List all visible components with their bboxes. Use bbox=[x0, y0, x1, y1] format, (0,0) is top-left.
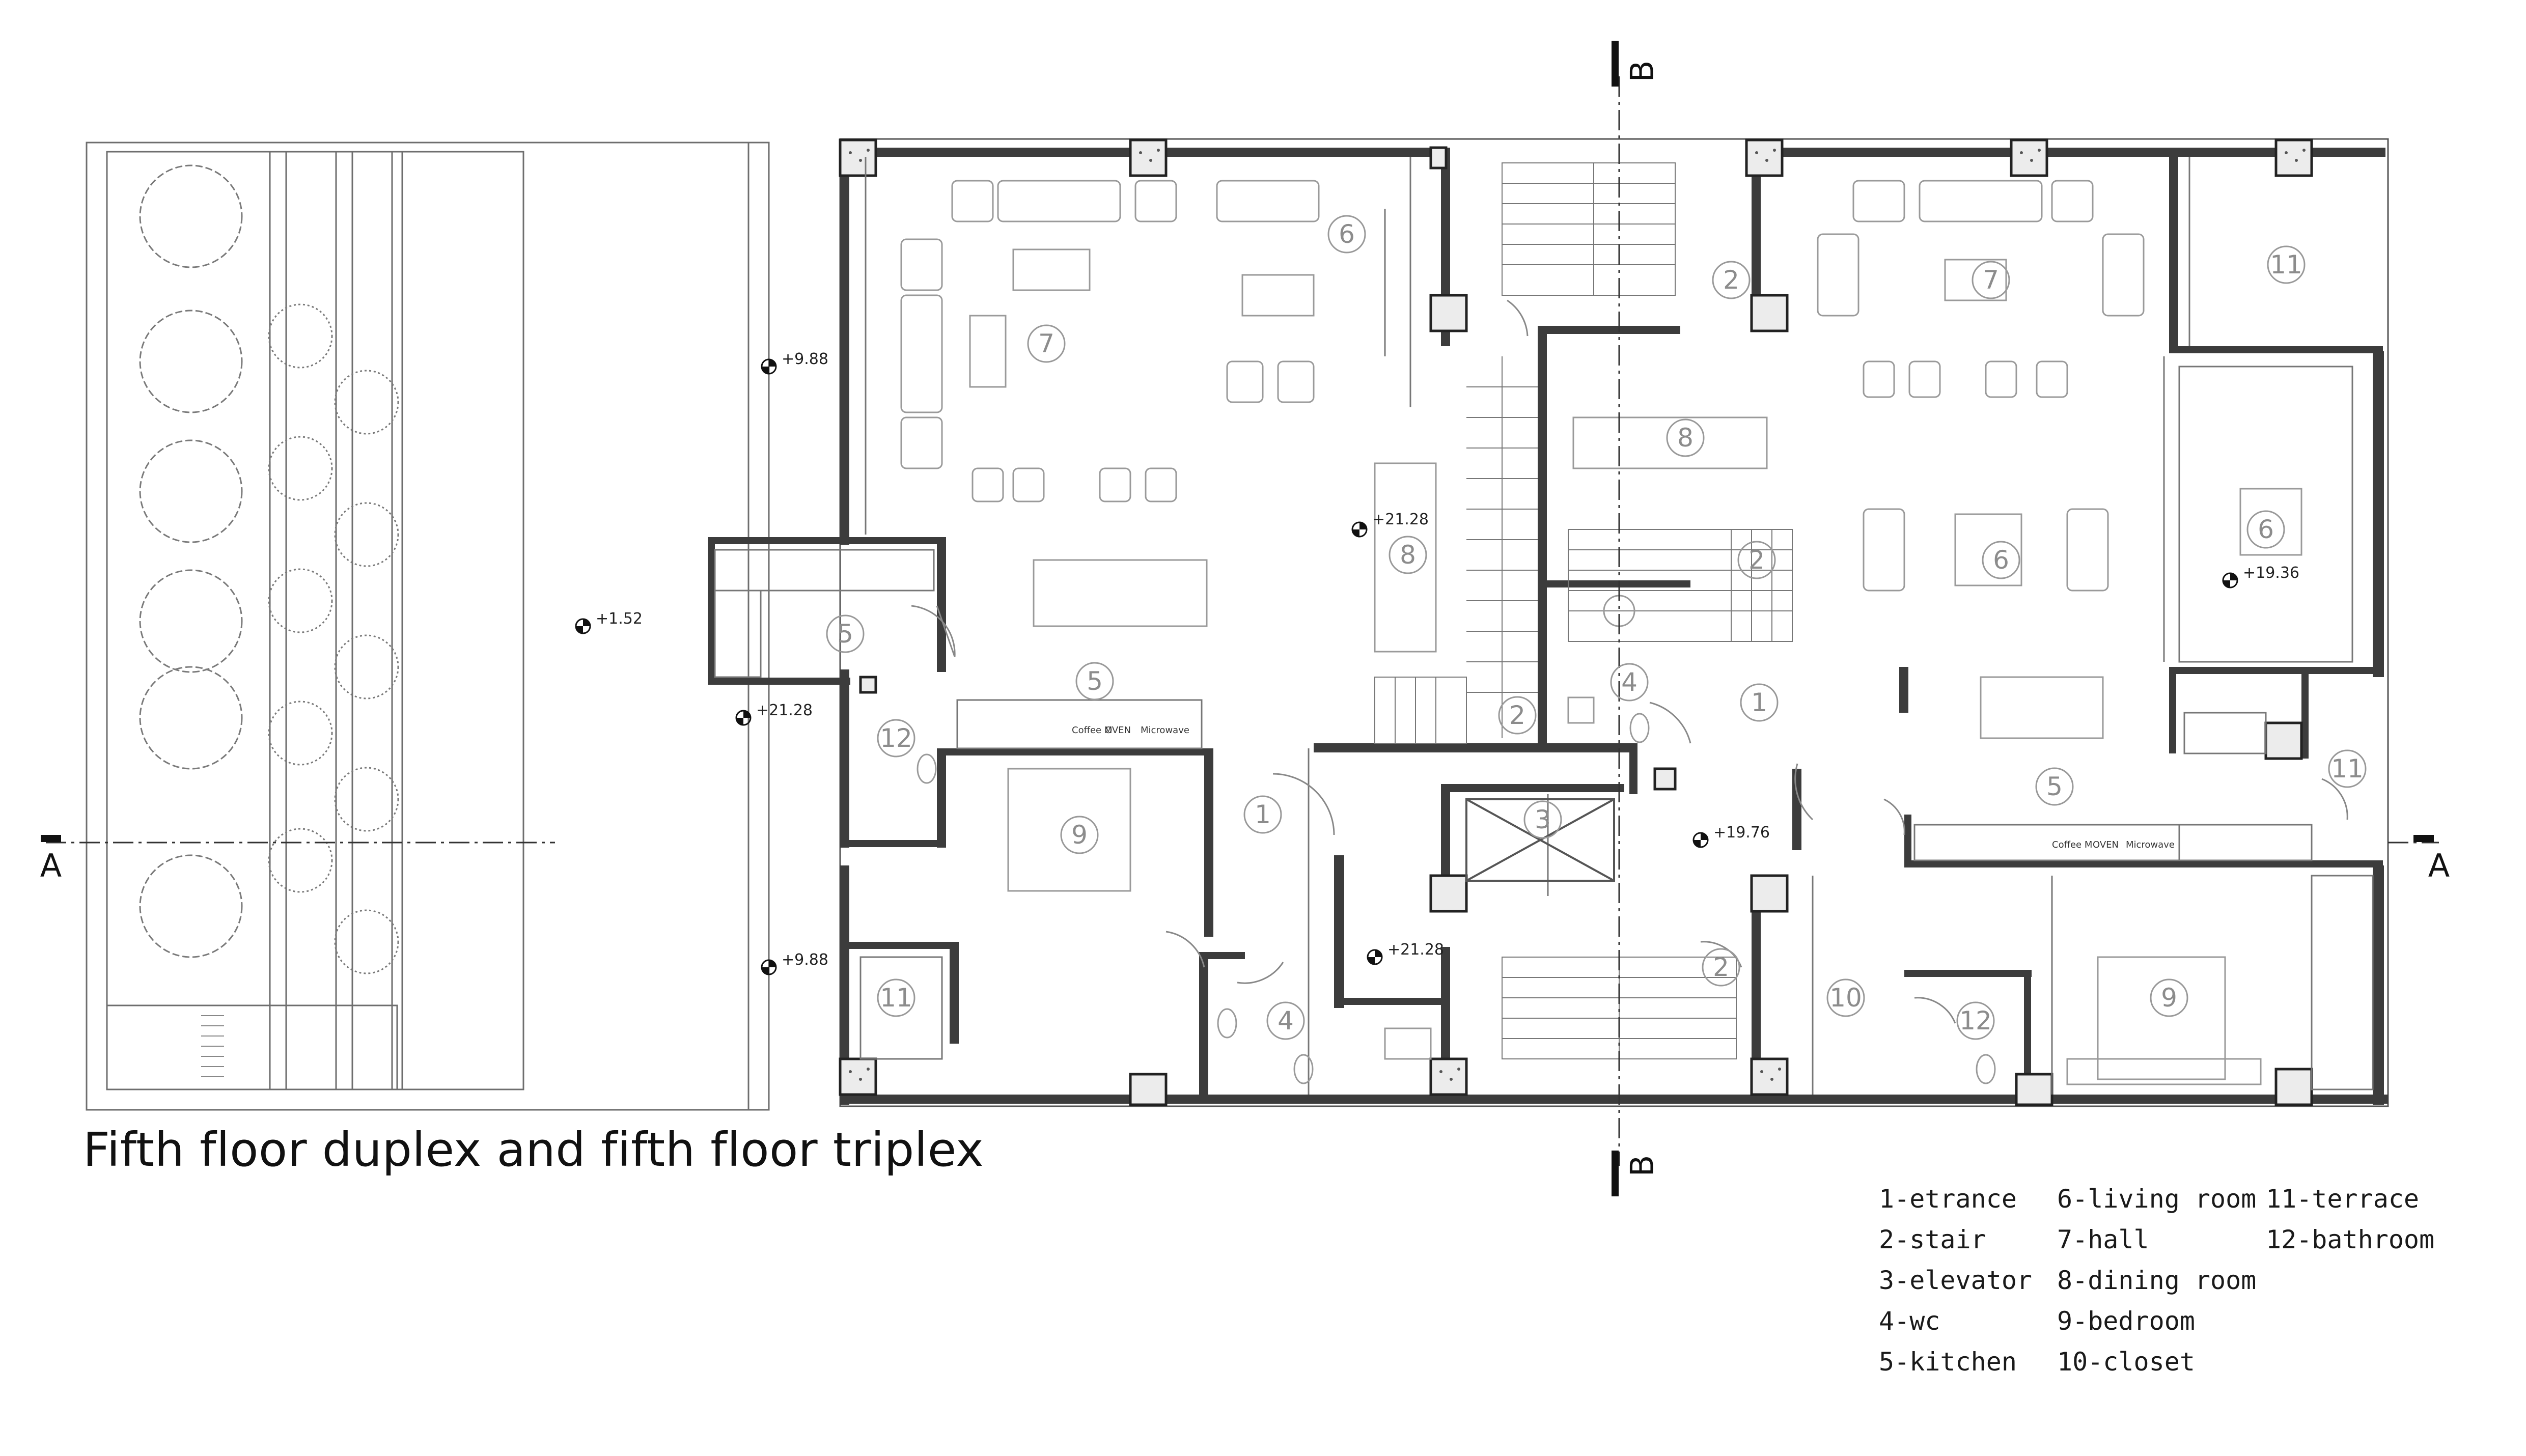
room-12: 12 bbox=[880, 723, 912, 753]
level-landscape: +1.52 bbox=[596, 610, 643, 628]
room-5: 5 bbox=[2046, 772, 2063, 801]
oven-label-right: OVEN bbox=[2093, 839, 2119, 850]
room-11: 11 bbox=[880, 983, 912, 1013]
room-6: 6 bbox=[2258, 515, 2274, 544]
landscape-stair bbox=[201, 1015, 224, 1077]
room-2: 2 bbox=[1748, 545, 1765, 575]
legend-item bbox=[2266, 1344, 2439, 1380]
room-1: 1 bbox=[1255, 800, 1271, 829]
section-marker-b-bottom: B bbox=[1624, 1155, 1661, 1177]
microwave-label-right: Microwave bbox=[2126, 839, 2175, 850]
doors bbox=[911, 299, 2348, 1024]
room-7: 7 bbox=[1038, 329, 1054, 358]
level-left-upper: +9.88 bbox=[782, 350, 828, 368]
legend-item: 3-elevator bbox=[1879, 1266, 2033, 1295]
room-7: 7 bbox=[1983, 265, 1999, 295]
legend-item: 10-closet bbox=[2057, 1347, 2195, 1377]
drawing-title: Fifth floor duplex and fifth floor tripl… bbox=[83, 1123, 984, 1177]
trees-small bbox=[268, 303, 399, 974]
partitions bbox=[859, 157, 2374, 1095]
stairs bbox=[1374, 162, 1793, 1059]
trees-large bbox=[139, 164, 243, 958]
legend-item: 4-wc bbox=[1879, 1306, 1940, 1336]
level-right-living: +19.36 bbox=[2243, 564, 2299, 582]
section-lines bbox=[46, 76, 2439, 1166]
legend-item bbox=[2266, 1303, 2439, 1339]
room-10: 10 bbox=[1829, 983, 1862, 1013]
room-6: 6 bbox=[1339, 219, 1355, 249]
room-number-circles bbox=[826, 215, 2367, 1040]
structural-columns bbox=[839, 138, 2313, 1106]
section-marker-ticks bbox=[41, 41, 2434, 1196]
room-legend: 1-etrance 6-living room 11-terrace 2-sta… bbox=[1879, 1181, 2439, 1380]
level-dining: +21.28 bbox=[1372, 511, 1429, 528]
landscape-area bbox=[86, 142, 770, 1111]
room-9: 9 bbox=[2161, 983, 2177, 1013]
legend-item bbox=[2266, 1263, 2439, 1298]
room-8: 8 bbox=[1677, 423, 1694, 453]
room-6: 6 bbox=[1993, 545, 2009, 575]
room-5: 5 bbox=[1087, 666, 1103, 696]
room-11: 11 bbox=[2270, 250, 2302, 279]
microwave-label: Microwave bbox=[1141, 725, 1189, 736]
level-core: +19.76 bbox=[1713, 824, 1770, 842]
room-5: 5 bbox=[837, 619, 853, 649]
room-11: 11 bbox=[2331, 754, 2364, 783]
section-marker-a-right: A bbox=[2428, 847, 2450, 884]
level-kitchen-outside: +21.28 bbox=[756, 702, 813, 719]
room-4: 4 bbox=[1278, 1006, 1294, 1035]
room-2: 2 bbox=[1713, 953, 1729, 982]
room-12: 12 bbox=[1959, 1006, 1992, 1035]
building-outline bbox=[839, 138, 2389, 1107]
legend-item: 5-kitchen bbox=[1879, 1347, 2017, 1377]
counters bbox=[714, 549, 2313, 861]
walls bbox=[708, 148, 2388, 1105]
section-marker-a-left: A bbox=[40, 847, 62, 884]
legend-item: 2-stair bbox=[1879, 1225, 1986, 1254]
level-marker-fill bbox=[576, 359, 2237, 974]
level-left-lower: +9.88 bbox=[782, 951, 828, 969]
room-8: 8 bbox=[1400, 540, 1416, 570]
legend-item: 12-bathroom bbox=[2266, 1225, 2435, 1254]
room-2: 2 bbox=[1723, 265, 1739, 295]
room-4: 4 bbox=[1621, 667, 1637, 697]
legend-item: 7-hall bbox=[2057, 1225, 2149, 1254]
room-numbers: 6 7 5 5 12 9 11 1 4 8 8 2 2 2 3 4 1 7 6 … bbox=[837, 219, 2364, 1035]
coffee-maker-label: Coffee M bbox=[1072, 725, 1112, 736]
appliance-labels: Coffee M OVEN Microwave Coffee M OVEN Mi… bbox=[1072, 725, 2175, 850]
room-2: 2 bbox=[1509, 701, 1525, 730]
room-1: 1 bbox=[1751, 688, 1767, 717]
legend-item: 6-living room bbox=[2057, 1184, 2257, 1214]
oven-label: OVEN bbox=[1105, 725, 1131, 736]
room-9: 9 bbox=[1071, 820, 1088, 850]
room-3: 3 bbox=[1535, 805, 1551, 834]
elevator bbox=[1465, 798, 1615, 882]
legend-item: 11-terrace bbox=[2266, 1184, 2420, 1214]
coffee-maker-label-right: Coffee M bbox=[2052, 839, 2092, 850]
furniture bbox=[900, 180, 2302, 1085]
legend-item: 1-etrance bbox=[1879, 1184, 2017, 1214]
level-marker-icons bbox=[575, 358, 2238, 975]
column-hatch bbox=[849, 149, 2306, 1081]
legend-item: 9-bedroom bbox=[2057, 1306, 2195, 1336]
level-lower-hall: +21.28 bbox=[1387, 941, 1444, 959]
section-marker-b-top: B bbox=[1624, 61, 1661, 82]
legend-item: 8-dining room bbox=[2057, 1266, 2257, 1295]
